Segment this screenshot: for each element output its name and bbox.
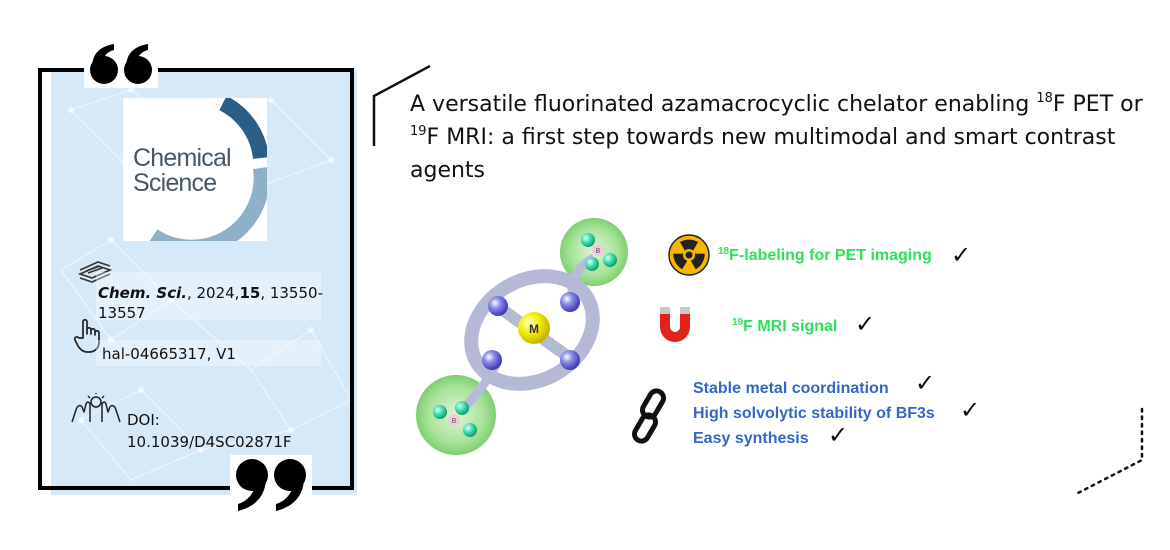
check-mri: ✓ — [855, 310, 876, 338]
quote-frame — [38, 68, 354, 490]
pointer-hand-icon — [72, 318, 106, 354]
citation-pages: , 13550-13557 — [98, 284, 323, 322]
doi-value: 10.1039/D4SC02871F — [127, 433, 292, 451]
boron-label-top: B — [596, 248, 601, 255]
check-pet: ✓ — [951, 241, 972, 269]
hands-icon — [70, 392, 122, 424]
logo-line-2: Science — [133, 169, 217, 197]
article-title: A versatile fluorinated azamacrocyclic c… — [410, 91, 1143, 183]
doi-label: DOI: — [127, 411, 160, 429]
citation-volume: 15 — [239, 284, 261, 302]
metal-label: M — [529, 322, 539, 336]
feature-mri: 19F MRI signal — [732, 317, 838, 336]
magnet-icon — [650, 305, 700, 349]
check-synthesis: ✓ — [828, 421, 849, 449]
open-quote-icon — [84, 40, 158, 88]
check-stability: ✓ — [960, 396, 981, 424]
feature-coordination: Stable metal coordination — [693, 380, 889, 397]
close-quote-icon — [230, 455, 312, 515]
metal-center — [518, 312, 550, 344]
dotted-corner — [1076, 407, 1144, 495]
feature-stability: High solvolytic stability of BF3s — [693, 405, 935, 422]
radiation-icon — [668, 234, 710, 276]
title-bracket — [372, 64, 431, 146]
molecule-graphic: M B B — [416, 218, 628, 455]
chain-link-icon — [628, 388, 674, 446]
journal-abbrev: Chem. Sci. — [98, 284, 187, 302]
feature-synthesis: Easy synthesis — [693, 430, 809, 447]
hal-box — [96, 340, 321, 366]
feature-pet: 18F-labeling for PET imaging — [718, 246, 932, 265]
hal-id: hal-04665317, V1 — [102, 345, 236, 363]
citation-year: , 2024, — [186, 284, 240, 302]
logo-text: Chemical Science — [133, 144, 232, 197]
chemical-science-logo: Chemical Science — [123, 98, 267, 241]
logo-line-1: Chemical — [133, 144, 232, 172]
citation-box — [96, 272, 321, 320]
logo-arc — [149, 98, 267, 241]
boron-label-bottom: B — [452, 418, 457, 425]
check-coordination: ✓ — [915, 369, 936, 397]
doi: DOI: 10.1039/D4SC02871F — [127, 409, 292, 453]
journal-stack-icon — [76, 256, 114, 284]
citation: Chem. Sci., 2024,15, 13550-13557 — [98, 283, 328, 323]
macrocycle-ring — [464, 269, 600, 391]
